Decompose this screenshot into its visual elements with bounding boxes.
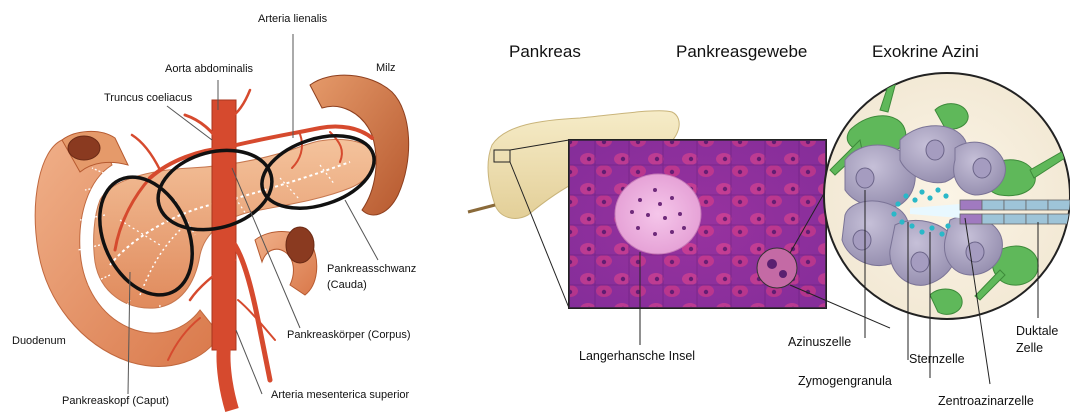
label-pankreaskoerper: Pankreaskörper (Corpus) — [287, 329, 411, 341]
label-sternzelle: Sternzelle — [909, 352, 965, 366]
label-duodenum: Duodenum — [12, 335, 66, 347]
anatomy-illustration — [35, 34, 408, 410]
label-zymogengranula: Zymogengranula — [798, 374, 892, 388]
label-milz: Milz — [376, 62, 396, 74]
label-truncus-coeliacus: Truncus coeliacus — [104, 92, 193, 104]
label-azinuszelle: Azinuszelle — [788, 335, 851, 349]
label-zentroazinarzelle: Zentroazinarzelle — [938, 394, 1034, 408]
acinus-zoom-circle — [757, 248, 797, 288]
label-pankreaskopf: Pankreaskopf (Caput) — [62, 395, 169, 407]
label-langerhansche-insel: Langerhansche Insel — [579, 349, 695, 363]
label-duktale: Duktale — [1016, 324, 1058, 338]
label-aorta-abdominalis: Aorta abdominalis — [165, 63, 254, 75]
heading-pankreasgewebe: Pankreasgewebe — [676, 42, 807, 61]
label-cauda: (Cauda) — [327, 279, 367, 291]
acini-illustration — [824, 73, 1070, 319]
langerhans-islet — [615, 174, 701, 254]
heading-pankreas: Pankreas — [509, 42, 581, 61]
label-zelle: Zelle — [1016, 341, 1043, 355]
label-arteria-lienalis: Arteria lienalis — [258, 13, 328, 25]
label-arteria-mesenterica: Arteria mesenterica superior — [271, 389, 410, 401]
label-pankreasschwanz: Pankreasschwanz — [327, 263, 416, 275]
heading-exokrine-azini: Exokrine Azini — [872, 42, 979, 61]
